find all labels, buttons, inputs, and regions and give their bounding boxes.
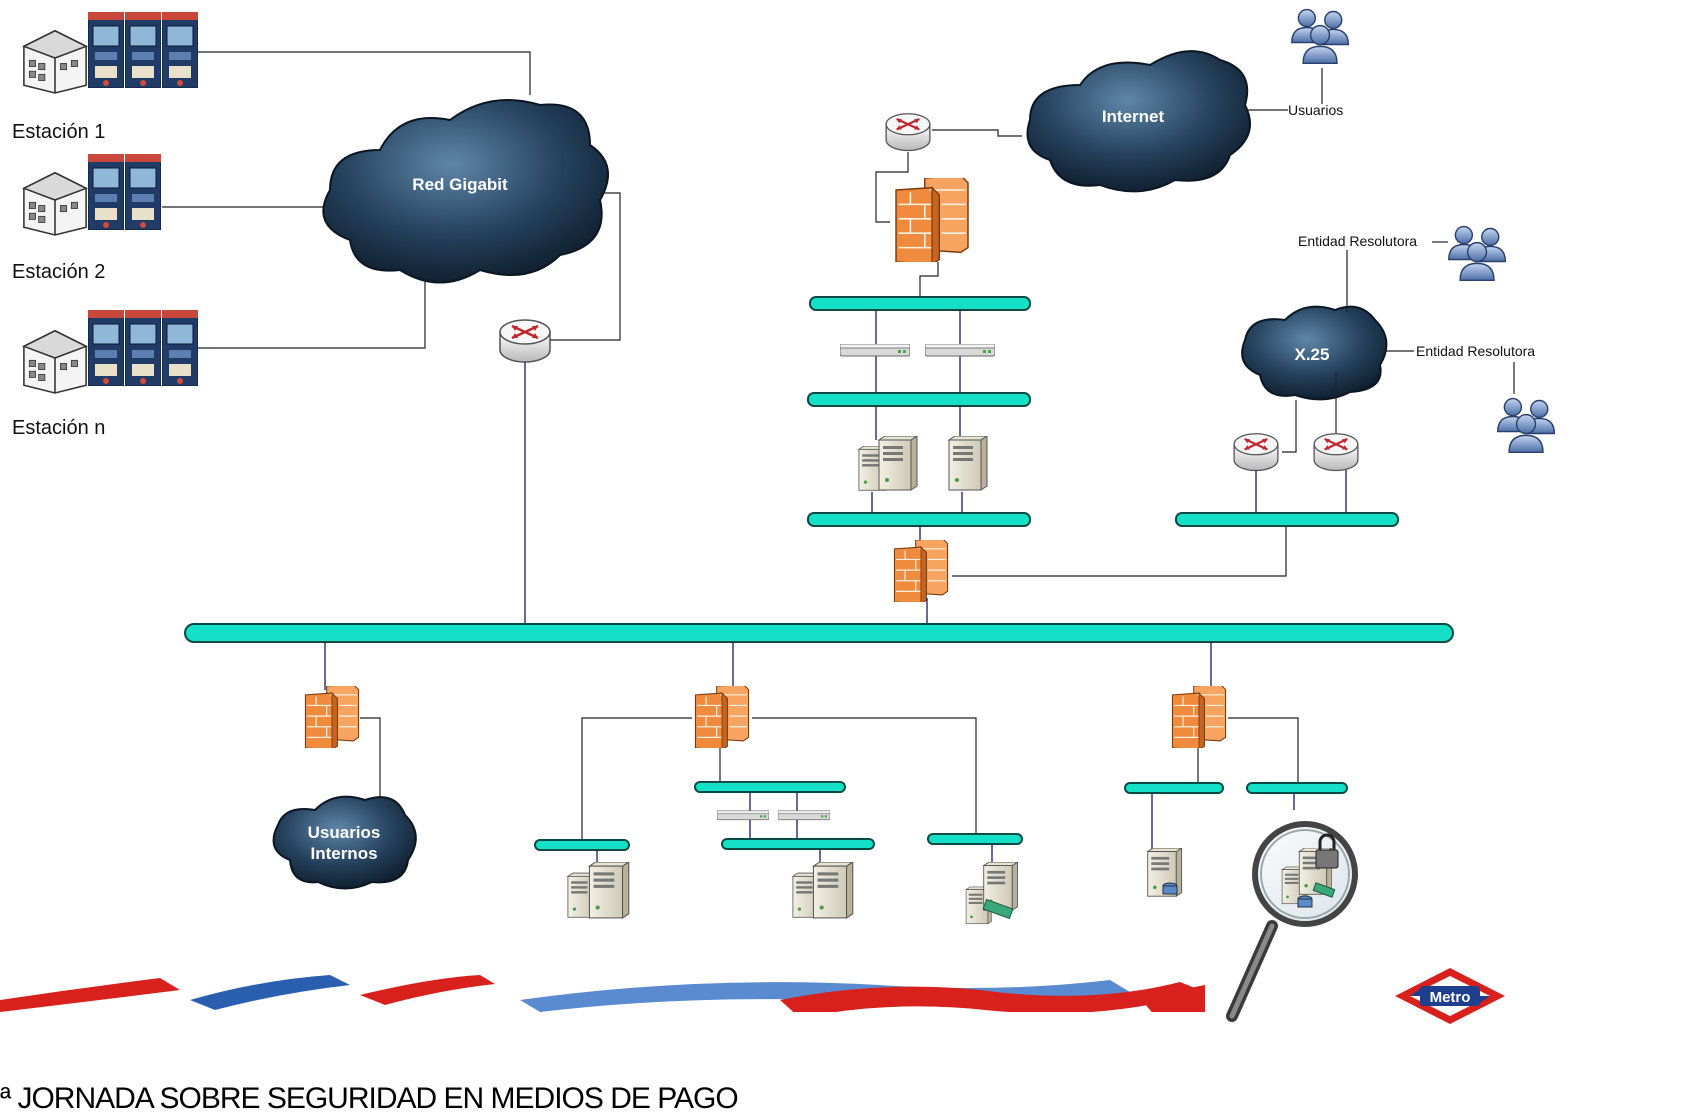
router-icon xyxy=(498,318,552,364)
network-bus xyxy=(534,839,630,851)
web-server-icon xyxy=(965,862,1018,925)
station-label: Estación 1 xyxy=(12,121,105,143)
gigabit-router-link xyxy=(550,192,621,341)
internet-router-link xyxy=(932,129,1022,137)
x25-router-link xyxy=(1282,400,1297,453)
building-icon xyxy=(23,171,88,236)
entidad-resolutora-label: Entidad Resolutora xyxy=(1416,343,1535,359)
station-2: Estación 2 xyxy=(12,154,161,283)
cloud-label: Internet xyxy=(1102,107,1165,126)
network-bus xyxy=(694,781,846,793)
network-bus xyxy=(927,833,1023,845)
switch-icon xyxy=(840,344,910,357)
network-bus xyxy=(1175,512,1399,527)
network-bus xyxy=(807,512,1031,527)
ticket-machine-icon xyxy=(88,12,124,88)
cloud-label: Red Gigabit xyxy=(412,175,508,194)
router-icon xyxy=(1313,432,1359,472)
usuarios-label: Usuarios xyxy=(1288,102,1343,118)
firewall-icon xyxy=(895,178,969,262)
building-icon xyxy=(23,329,88,394)
firewall-icon xyxy=(694,686,750,748)
database-server-icon xyxy=(1147,848,1183,897)
firewall-link xyxy=(1228,717,1299,784)
cloud-label: Usuarios xyxy=(308,823,381,842)
ticket-machine-icon xyxy=(125,310,161,386)
station-n: Estación n xyxy=(12,310,198,439)
entidad-resolutora-label: Entidad Resolutora xyxy=(1298,233,1417,249)
ticket-machine-icon xyxy=(125,154,161,230)
server-icon xyxy=(948,436,988,491)
network-bus xyxy=(809,296,1031,311)
red-gigabit-cloud: Red Gigabit xyxy=(322,99,609,284)
station-links xyxy=(162,51,531,349)
ticket-machine-icon xyxy=(88,310,124,386)
firewall-link xyxy=(752,717,977,835)
firewall-icon xyxy=(893,540,949,602)
ticket-machine-icon xyxy=(162,310,198,386)
ticket-machine-icon xyxy=(125,12,161,88)
station-label: Estación n xyxy=(12,417,105,439)
router-icon xyxy=(1233,432,1279,472)
firewall-bus-link xyxy=(919,262,939,298)
users-icon xyxy=(1496,397,1556,454)
station-label: Estación 2 xyxy=(12,261,105,283)
server-icon xyxy=(812,862,854,919)
firewall-link xyxy=(581,717,692,840)
network-bus xyxy=(721,838,875,850)
usuarios-internos-cloud: Usuarios Internos xyxy=(272,795,417,890)
router-firewall-link xyxy=(875,152,909,223)
internet-cloud: Internet xyxy=(1026,50,1251,193)
metro-logo-text: Metro xyxy=(1430,989,1471,1006)
users-icon xyxy=(1290,8,1350,65)
station-1: Estación 1 xyxy=(12,12,198,143)
ticket-machine-icon xyxy=(162,12,198,88)
cloud-label: X.25 xyxy=(1295,345,1330,364)
users-icon xyxy=(1447,225,1507,282)
footer-banner xyxy=(0,975,1205,1115)
network-bus xyxy=(1246,782,1348,794)
switch-icon xyxy=(925,344,995,357)
server-icon xyxy=(878,436,918,491)
network-bus xyxy=(807,392,1031,407)
cloud-label: Internos xyxy=(310,844,377,863)
firewall-icon xyxy=(304,686,360,748)
network-bus xyxy=(1124,782,1224,794)
x25-cloud: X.25 xyxy=(1241,305,1388,401)
building-icon xyxy=(23,29,88,94)
server-icon xyxy=(588,862,630,919)
firewall-cloud-link xyxy=(360,717,381,800)
firewall-icon xyxy=(1171,686,1227,748)
switch-icon xyxy=(778,810,830,821)
switch-icon xyxy=(717,810,769,821)
metro-logo: Metro xyxy=(1395,968,1505,1024)
router-icon xyxy=(885,112,931,152)
firewall-x25-link xyxy=(952,526,1287,577)
footer-banner-text: ª JORNADA SOBRE SEGURIDAD EN MEDIOS DE P… xyxy=(0,1082,739,1115)
secure-server-icon xyxy=(1281,833,1339,908)
backbone-bus xyxy=(184,623,1454,643)
ticket-machine-icon xyxy=(88,154,124,230)
